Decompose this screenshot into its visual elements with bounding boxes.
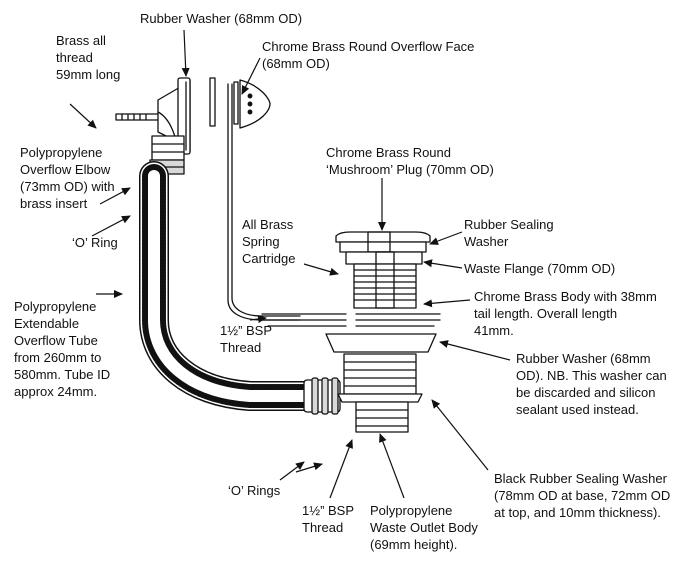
outlet-body-part: [337, 353, 423, 433]
label-spring-cartridge: All Brass Spring Cartridge: [242, 217, 296, 266]
label-black-washer: Black Rubber Sealing Washer (78mm OD at …: [494, 471, 671, 520]
mushroom-plug-part: [335, 231, 431, 253]
label-overflow-tube: Polypropylene Extendable Overflow Tube f…: [14, 299, 111, 399]
label-rubber-washer-68: Rubber Washer (68mm OD). NB. This washer…: [516, 351, 667, 417]
label-bsp-thread-upper: 1½” BSP Thread: [220, 323, 273, 355]
waste-flange-part: [345, 251, 423, 309]
label-rubber-washer-top: Rubber Washer (68mm OD): [140, 11, 303, 26]
o-rings-part: [303, 377, 341, 415]
brass-thread-rod: [115, 113, 161, 121]
black-washer-part: [325, 333, 437, 353]
label-overflow-face: Chrome Brass Round Overflow Face (68mm O…: [262, 39, 475, 71]
label-chrome-body: Chrome Brass Body with 38mm tail length.…: [474, 289, 657, 338]
label-brass-thread: Brass all thread 59mm long: [56, 33, 121, 82]
overflow-tube-part: [139, 161, 321, 411]
overflow-elbow-part: [149, 77, 191, 175]
label-o-rings: ‘O’ Rings: [228, 483, 281, 498]
label-outlet-body: Polypropylene Waste Outlet Body (69mm he…: [370, 503, 478, 552]
label-waste-flange: Waste Flange (70mm OD): [464, 261, 616, 276]
label-o-ring: ‘O’ Ring: [72, 235, 118, 250]
sealing-washers: [261, 313, 441, 327]
label-mushroom-plug: Chrome Brass Round ‘Mushroom’ Plug (70mm…: [326, 145, 494, 177]
overflow-face-part: [233, 79, 271, 129]
label-bsp-thread-lower: 1½” BSP Thread: [302, 503, 355, 535]
leader-arrows: [69, 29, 511, 499]
rubber-washer-part: [209, 77, 216, 127]
label-rubber-sealing-washer: Rubber Sealing Washer: [464, 217, 554, 249]
label-overflow-elbow: Polypropylene Overflow Elbow (73mm OD) w…: [20, 145, 115, 211]
spring-wire: [227, 83, 301, 321]
